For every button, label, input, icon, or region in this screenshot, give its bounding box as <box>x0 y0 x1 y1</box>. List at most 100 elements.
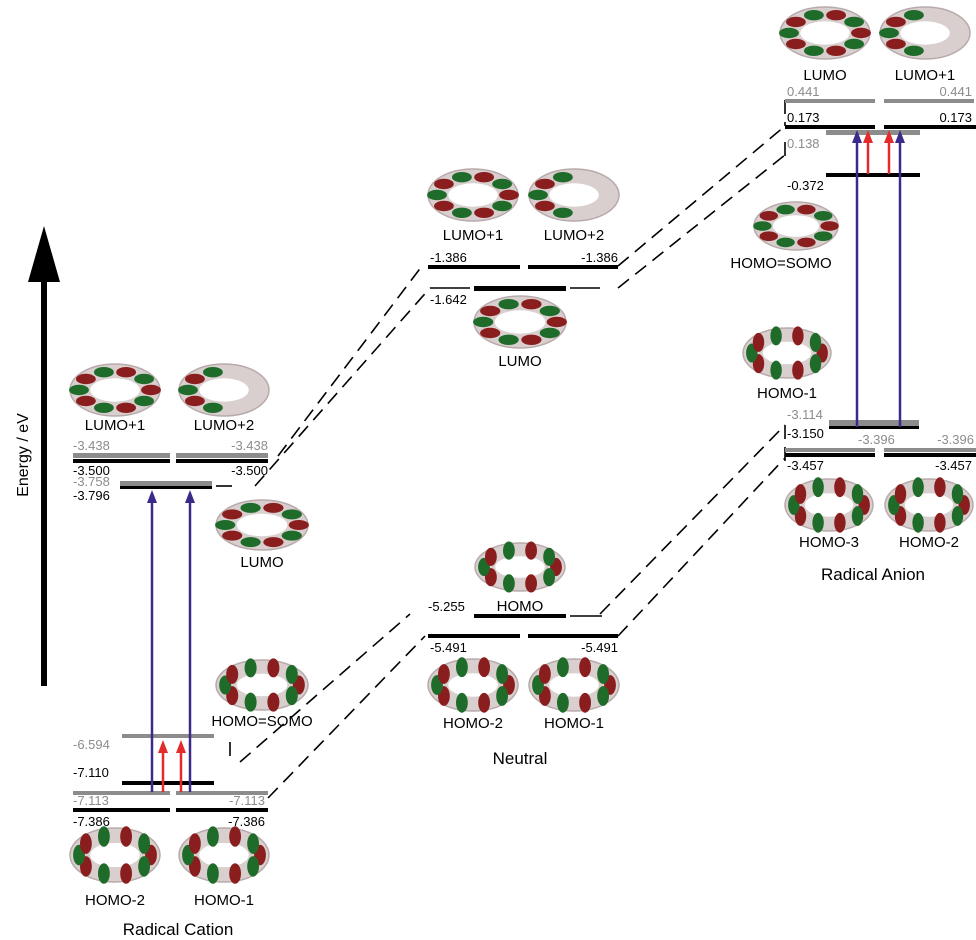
orbital-lobe <box>138 856 151 877</box>
cation-alpha-homo-left-value: -7.386 <box>73 814 110 829</box>
orbital-lobe <box>814 231 833 241</box>
orbital-lobe <box>904 10 924 21</box>
orbital-lobe <box>222 509 243 520</box>
orbital-lobe <box>904 45 924 56</box>
anion-beta-somo-value: 0.138 <box>787 136 820 151</box>
anion-alpha-lumo-left-value: 0.173 <box>787 110 820 125</box>
orbital-lobe <box>120 826 132 847</box>
anion-transition-arrowhead-blue <box>852 130 862 143</box>
neutral-homo-left-level <box>428 634 520 638</box>
orbital-lobe <box>539 327 560 339</box>
orbital-lobe <box>244 658 257 678</box>
orbital-lobe <box>222 530 243 541</box>
orbital-lobe <box>557 657 569 678</box>
anion-homo3-label: HOMO-3 <box>799 534 859 551</box>
orbital-ring-icon <box>178 826 270 884</box>
orbital-lobe <box>521 299 542 310</box>
orbital-lobe <box>503 541 515 560</box>
orbital-lobe <box>826 45 846 56</box>
cation-homo1-label: HOMO-1 <box>194 892 254 909</box>
orbital-lobe <box>912 512 924 533</box>
orbital-lobe <box>229 863 242 884</box>
cation-beta-lumo-left-value: -3.438 <box>73 438 110 453</box>
orbital-lobe <box>76 373 96 385</box>
orbital-lobe <box>498 334 519 345</box>
orbital-ring-hole <box>199 378 249 402</box>
anion-beta-homo1-level <box>829 420 919 426</box>
orbital-ring-hole <box>495 556 545 578</box>
orbital-lobe <box>535 200 555 212</box>
anion-beta-homo-right-value: -3.396 <box>937 432 974 447</box>
orbital-lobe <box>478 657 490 678</box>
cation-transition-arrowhead-red <box>176 740 186 753</box>
anion-beta-homo-left-level <box>785 448 875 452</box>
orbital-lobe <box>553 207 573 218</box>
orbital-ring-icon <box>178 363 270 417</box>
orbital-lobe <box>69 384 89 396</box>
orbital-lobe <box>427 189 447 201</box>
orbital-lobe <box>579 692 591 713</box>
neutral-lumo-level <box>474 286 566 291</box>
orbital-lobe <box>185 395 205 407</box>
anion-transition-arrowhead-red <box>863 130 873 143</box>
orbital-lobe <box>207 863 219 884</box>
orbital-lobe <box>478 692 490 713</box>
orbital-lobe <box>434 178 454 190</box>
panel-neutral: LUMO+1 LUMO+2 -1.386 -1.386 -1.642 LUMO … <box>428 227 618 768</box>
cation-transition-arrowhead-red <box>158 740 168 753</box>
cation-alpha-lumo-left-value: -3.500 <box>73 463 110 478</box>
orbital-ring-hole <box>904 493 954 517</box>
orbital-lobe <box>776 204 795 215</box>
orbital-ring-icon <box>879 6 971 60</box>
orbital-ring-hole <box>199 842 249 868</box>
orbital-ring-hole <box>494 310 546 334</box>
orbital-lobe <box>770 360 782 380</box>
orbital-ring-hole <box>900 21 950 45</box>
orbital-lobe <box>80 833 92 854</box>
anion-alpha-homo-right-value: -3.457 <box>935 458 972 473</box>
orbital-lobe <box>557 692 569 713</box>
correlation-line <box>617 457 786 637</box>
orbital-lobe <box>597 664 609 684</box>
orbital-lobe <box>759 231 778 241</box>
orbital-lobe <box>834 512 846 533</box>
orbital-lobe <box>116 402 136 413</box>
energy-axis-arrowhead <box>28 226 60 282</box>
orbital-lobe <box>138 833 151 854</box>
orbital-ring-icon <box>753 201 839 251</box>
orbital-lobe <box>794 484 807 504</box>
orbital-lobe <box>851 27 871 39</box>
orbital-ring-hole <box>800 21 850 45</box>
orbital-lobe <box>267 658 280 678</box>
orbital-lobe <box>456 692 468 713</box>
neutral-homo1-label: HOMO-1 <box>544 715 604 732</box>
orbital-lobe <box>116 367 136 378</box>
orbital-lobe <box>809 332 822 352</box>
orbital-lobe <box>797 237 816 248</box>
anion-lumo1-label: LUMO+1 <box>895 67 955 84</box>
orbital-lobe <box>285 686 298 706</box>
orbital-lobe <box>229 826 242 847</box>
orbital-ring-hole <box>762 341 812 365</box>
cation-beta-homo-left-value: -7.113 <box>73 793 109 808</box>
orbital-lobe <box>503 574 515 593</box>
cation-alpha-lumo-value: -3.796 <box>73 488 110 503</box>
orbital-lobe <box>456 657 468 678</box>
orbital-ring-icon <box>427 657 519 713</box>
orbital-lobe <box>452 207 472 218</box>
orbital-ring-icon <box>69 363 161 417</box>
orbital-lobe <box>776 237 795 248</box>
orbital-lobe <box>786 38 806 50</box>
orbital-lobe <box>263 537 284 548</box>
cation-alpha-somo-level <box>122 781 214 785</box>
orbital-ring-icon <box>69 826 161 884</box>
cation-lumo1-label: LUMO+1 <box>85 417 145 434</box>
orbital-ring-hole <box>90 378 140 402</box>
cation-beta-homo-right-level <box>176 791 268 795</box>
orbital-lobe <box>804 45 824 56</box>
orbital-lobe <box>525 574 537 593</box>
orbital-lobe <box>759 211 778 221</box>
orbital-lobe <box>452 172 472 183</box>
orbital-lobe <box>934 477 946 498</box>
